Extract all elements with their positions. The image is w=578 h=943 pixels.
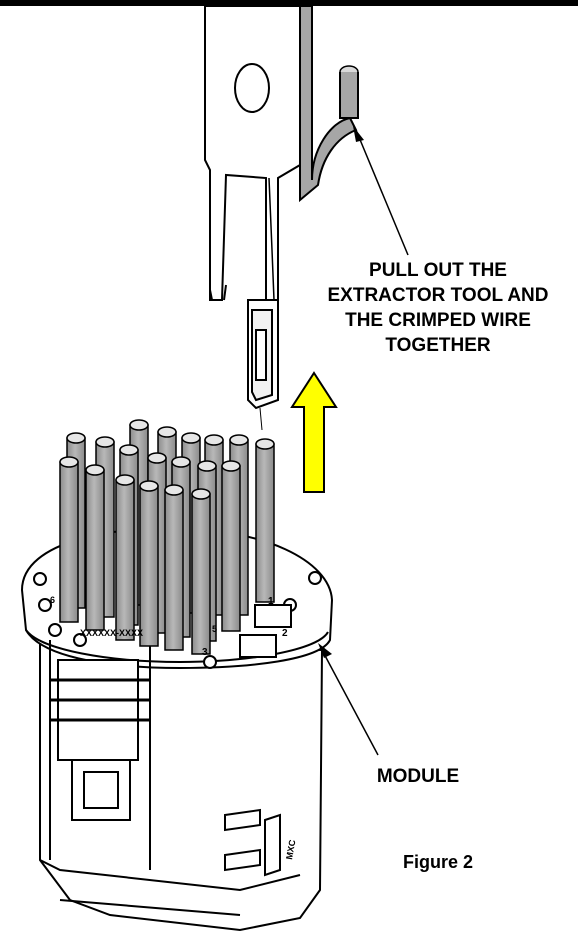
side-code: MXC bbox=[284, 838, 297, 860]
wire bbox=[255, 443, 275, 603]
wire bbox=[164, 489, 184, 651]
wire bbox=[221, 465, 241, 632]
pull-leader-line bbox=[355, 129, 409, 256]
cavity-number: 6 bbox=[50, 595, 55, 605]
wire bbox=[139, 485, 159, 647]
pull-leader-arrowhead bbox=[353, 126, 364, 142]
pull-out-line: THE CRIMPED WIRE bbox=[345, 310, 531, 331]
tool-grip-hole bbox=[234, 63, 270, 113]
cavity-number: 5 bbox=[212, 624, 217, 634]
top-border-rule bbox=[0, 0, 578, 6]
extractor-tool bbox=[204, 5, 301, 431]
arrow-up-icon bbox=[290, 371, 338, 493]
wire bbox=[85, 469, 105, 631]
module-leader-arrowhead bbox=[318, 643, 332, 658]
pull-out-line: TOGETHER bbox=[385, 335, 491, 356]
figure-caption: Figure 2 bbox=[402, 852, 473, 872]
pull-out-line: PULL OUT THE bbox=[369, 260, 507, 281]
module-leader-line bbox=[321, 649, 379, 756]
wire bbox=[59, 461, 79, 623]
cavity-number: 3 bbox=[202, 647, 208, 658]
wire-ends bbox=[59, 419, 275, 500]
wire-bundle bbox=[59, 424, 275, 655]
module-label: MODULE bbox=[376, 766, 460, 787]
code-strip: XXXXXX-XXXX bbox=[80, 628, 143, 638]
pull-out-callout: PULL OUT THE EXTRACTOR TOOL AND THE CRIM… bbox=[298, 258, 578, 358]
extracted-wire bbox=[268, 5, 359, 301]
pull-out-line: EXTRACTOR TOOL AND bbox=[327, 285, 549, 306]
wire bbox=[191, 493, 211, 655]
cavity-number: 2 bbox=[282, 628, 288, 639]
wire bbox=[115, 479, 135, 641]
cavity-number: 1 bbox=[268, 596, 274, 607]
